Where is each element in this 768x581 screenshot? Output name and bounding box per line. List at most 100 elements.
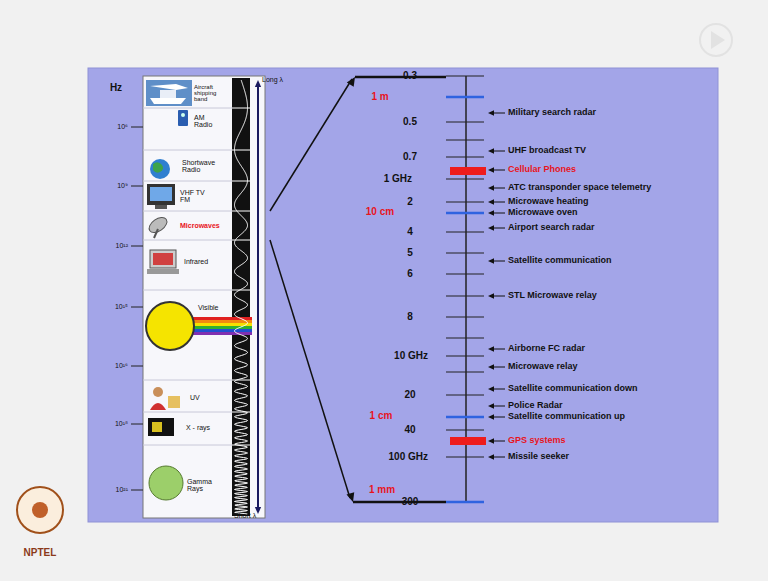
arrow-head — [488, 167, 494, 172]
application-label: Satellite communication up — [508, 412, 625, 421]
band-label: VHF TV FM — [180, 189, 210, 204]
scale-tick — [446, 139, 484, 140]
band-label: AM Radio — [194, 114, 224, 129]
frequency-label: 10¹⁶ — [115, 362, 128, 369]
wavelength-mark: 1 mm — [369, 485, 395, 496]
scale-label: 1 GHz — [384, 174, 412, 185]
application-label: Police Radar — [508, 401, 563, 410]
wavelength-label: Short λ — [234, 512, 256, 519]
rainbow — [186, 320, 252, 323]
scale-tick — [446, 371, 484, 372]
frequency-tick — [131, 186, 143, 187]
scale-tick — [446, 355, 484, 356]
wavelength-mark: 1 m — [371, 92, 388, 103]
arrow-head — [346, 492, 354, 502]
wavelength-label: Long λ — [262, 76, 283, 83]
wavelength-mark: 10 cm — [366, 207, 394, 218]
application-label: STL Microwave relay — [508, 291, 597, 300]
band-separator — [143, 181, 232, 182]
frequency-tick — [131, 366, 143, 367]
arrow-head — [488, 364, 494, 369]
band-separator — [143, 290, 232, 291]
leader-arrow — [494, 213, 505, 214]
wavelength-mark: 1 cm — [370, 411, 393, 422]
band-separator — [143, 380, 232, 381]
scale-tick — [446, 231, 484, 232]
play-button — [700, 24, 732, 56]
wavelength-arrow — [257, 86, 259, 508]
computer-icon — [150, 250, 176, 268]
computer-icon — [153, 253, 173, 265]
application-label: Satellite communication — [508, 256, 612, 265]
zoom-line — [270, 240, 350, 498]
scale-tick — [446, 337, 484, 338]
leader-arrow — [494, 349, 505, 350]
wavelength-tick — [446, 212, 484, 215]
band-column — [143, 76, 265, 518]
scale-tick — [446, 201, 484, 202]
leader-arrow — [494, 457, 505, 458]
scale-tick — [446, 178, 484, 179]
scale-label: 4 — [407, 227, 413, 238]
arrow-head — [488, 438, 494, 443]
arrow-head — [488, 210, 494, 215]
arrow-head — [488, 414, 494, 419]
band-separator — [143, 108, 232, 109]
application-label: Airport search radar — [508, 223, 595, 232]
leader-arrow — [494, 170, 505, 171]
frequency-label: 10⁹ — [117, 182, 128, 189]
leader-arrow — [494, 228, 505, 229]
arrow-head — [488, 225, 494, 230]
wavelength-tick — [446, 416, 484, 419]
gps-band — [450, 437, 486, 445]
scale-label: 6 — [407, 269, 413, 280]
arrow-head — [488, 258, 494, 263]
cellular-band — [450, 167, 486, 175]
scale-tick — [446, 273, 484, 274]
arrow-head — [488, 185, 494, 190]
wavelength-tick — [446, 96, 484, 99]
arrow-head — [255, 80, 261, 87]
person-icon — [168, 396, 180, 408]
tv-icon — [147, 184, 175, 205]
play-button — [711, 31, 725, 49]
rainbow — [186, 332, 252, 335]
leader-arrow — [494, 188, 505, 189]
ship-icon — [146, 80, 192, 106]
band-label: Infrared — [184, 258, 208, 265]
leader-arrow — [494, 367, 505, 368]
application-label: Microwave oven — [508, 208, 578, 217]
scale-label: 40 — [404, 425, 415, 436]
leader-arrow — [494, 406, 505, 407]
scale-label: 0.5 — [403, 117, 417, 128]
application-label: UHF broadcast TV — [508, 146, 586, 155]
rainbow — [186, 323, 252, 326]
scale-label: 20 — [404, 390, 415, 401]
band-separator — [143, 240, 232, 241]
scale-tick — [446, 456, 484, 457]
panel — [88, 68, 718, 522]
zoom-line — [270, 79, 352, 211]
frequency-label: 10²¹ — [116, 486, 128, 493]
globe-icon — [153, 162, 163, 172]
dish-icon — [146, 214, 169, 235]
band-label: UV — [190, 394, 200, 401]
band-separator — [143, 445, 232, 446]
leader-arrow — [494, 202, 505, 203]
leader-arrow — [494, 151, 505, 152]
rainbow — [186, 329, 252, 332]
arrow-head — [488, 386, 494, 391]
logo-text: NPTEL — [24, 548, 57, 559]
arrow-head — [488, 454, 494, 459]
wave-strip — [232, 78, 250, 516]
tv-icon — [155, 205, 167, 209]
scale-tick — [446, 394, 484, 395]
arrow-head — [488, 403, 494, 408]
leader-arrow — [494, 113, 505, 114]
arrow-head — [488, 346, 494, 351]
nptel-logo — [17, 487, 63, 533]
scale-tick — [446, 75, 484, 76]
person-icon — [150, 403, 166, 410]
band-label: Aircraft shipping band — [194, 84, 231, 103]
